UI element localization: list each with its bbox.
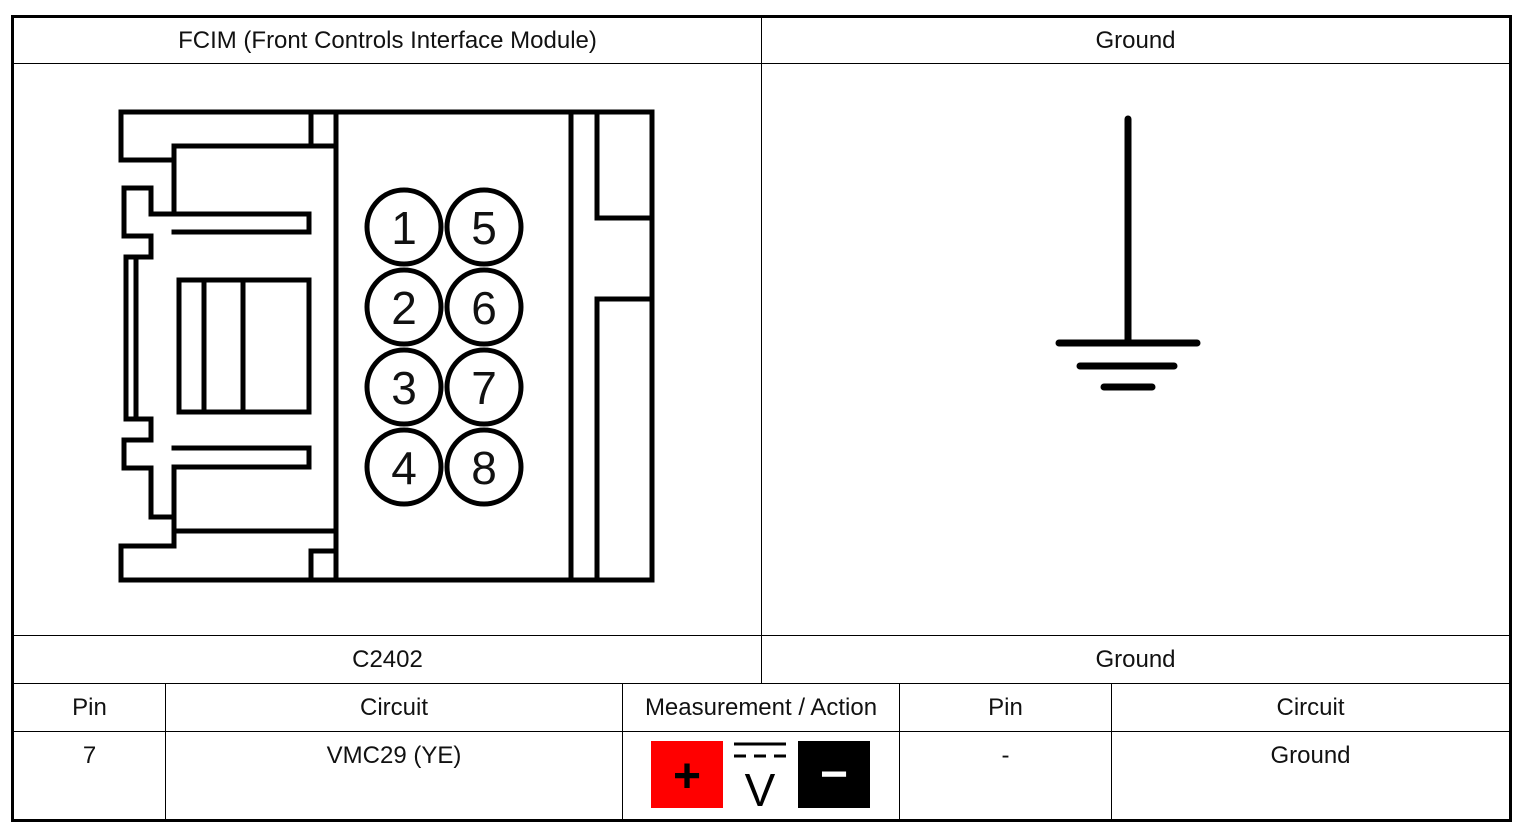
divider-caption [14,635,1509,636]
divider-table-header [14,683,1509,684]
header-measurement: Measurement / Action [644,693,878,721]
pin-5 [444,187,524,267]
negative-symbol: − [820,748,848,801]
header-left-title: FCIM (Front Controls Interface Module) [178,26,597,54]
row-pin-right: - [1001,742,1010,769]
ground-symbol-panel [762,64,1509,635]
pin-4 [364,427,444,507]
divider-col-4 [1111,684,1112,819]
row-pin-left: 7 [82,742,97,769]
connector-drawing: 1 2 3 4 5 6 7 8 [118,109,655,583]
positive-symbol: + [673,750,701,803]
ground-icon [1055,115,1201,391]
negative-probe-icon: − [798,741,870,808]
diagram-frame: FCIM (Front Controls Interface Module) G… [11,15,1512,822]
pin-8 [444,427,524,507]
pin-label-7: 7 [471,362,497,414]
divider-center [761,18,762,684]
header-circuit-left: Circuit [359,693,428,721]
divider-col-3 [899,684,900,819]
pin-7 [444,347,524,427]
divider-col-2 [622,684,623,819]
header-right-title: Ground [1095,26,1176,54]
connector-id: C2402 [352,645,423,673]
header-pin-right: Pin [988,693,1023,721]
meter-measurement: + V − [623,732,899,819]
pin-label-8: 8 [471,442,497,494]
row-circuit-left: VMC29 (YE) [326,742,462,769]
divider-header [14,63,1509,64]
dc-voltage-icon: V [734,742,786,816]
connector-outline [118,109,655,583]
pin-label-6: 6 [471,282,497,334]
voltage-symbol: V [745,764,776,816]
pin-label-4: 4 [391,442,417,494]
header-circuit-right: Circuit [1276,693,1345,721]
connector-diagram: 1 2 3 4 5 6 7 8 [14,64,761,635]
pin-label-1: 1 [391,202,417,254]
positive-probe-icon: + [651,741,723,808]
pin-6 [444,267,524,347]
header-pin-left: Pin [72,693,107,721]
pin-label-3: 3 [391,362,417,414]
pin-1 [364,187,444,267]
ground-caption: Ground [1095,645,1176,673]
pin-grid [364,187,524,507]
row-circuit-right: Ground [1270,742,1351,769]
divider-table-row [14,731,1509,732]
pin-label-5: 5 [471,202,497,254]
pin-label-2: 2 [391,282,417,334]
pin-2 [364,267,444,347]
divider-col-1 [165,684,166,819]
pin-3 [364,347,444,427]
